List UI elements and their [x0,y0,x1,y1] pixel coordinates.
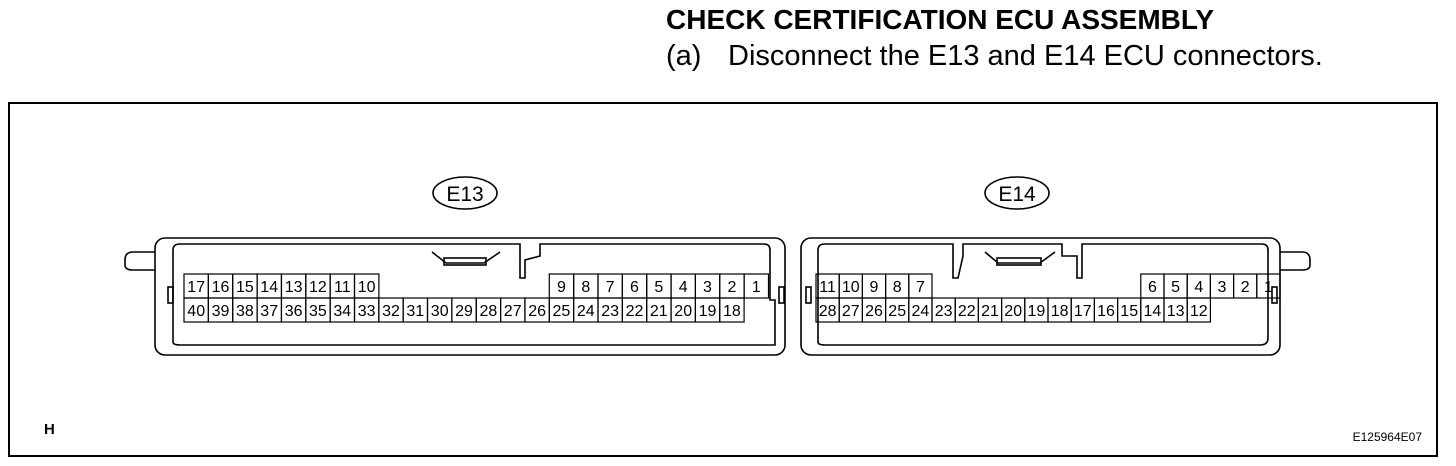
e14-label: E14 [998,183,1036,206]
e13-pin-35: 35 [309,303,327,320]
instruction-step: (a) Disconnect the E13 and E14 ECU connec… [666,40,1323,73]
figure-frame [8,102,1438,457]
e13-pin-28: 28 [480,303,498,320]
e13-label-ellipse [432,176,498,210]
e14-pin-26: 26 [865,303,883,320]
e14-pin-10: 10 [842,279,860,296]
e14-pin-5: 5 [1171,279,1180,296]
e13-pin-16: 16 [212,279,230,296]
e14-pin-11: 11 [819,279,836,296]
e14-pin-4: 4 [1194,279,1203,296]
e14-label-ellipse [984,176,1050,210]
e13-pin-39: 39 [212,303,230,320]
e13-pin-37: 37 [260,303,278,320]
e13-pin-21: 21 [650,303,668,320]
e13-pin-31: 31 [406,303,424,320]
e14-pin-27: 27 [842,303,860,320]
e13-pin-10: 10 [358,279,376,296]
e14-pin-14: 14 [1144,303,1162,320]
e13-pin-38: 38 [236,303,254,320]
e14-pin-24: 24 [912,303,930,320]
e13-pin-33: 33 [358,303,376,320]
e13-pin-3: 3 [703,279,712,296]
e14-pin-20: 20 [1004,303,1022,320]
e14-pin-21: 21 [981,303,999,320]
e13-pin-25: 25 [553,303,571,320]
e14-pin-17: 17 [1074,303,1092,320]
e14-pin-7: 7 [916,279,925,296]
corner-mark: H [44,421,55,438]
e14-pin-12: 12 [1190,303,1208,320]
e13-pin-20: 20 [674,303,692,320]
figure-code: E125964E07 [1353,430,1423,444]
e13-pin-9: 9 [557,279,566,296]
e13-pin-11: 11 [334,279,351,296]
e13-pin-6: 6 [630,279,639,296]
e13-pin-15: 15 [236,279,254,296]
e13-pin-13: 13 [285,279,303,296]
e13-pin-27: 27 [504,303,522,320]
e13-pin-7: 7 [606,279,615,296]
e13-pin-30: 30 [431,303,449,320]
e14-pin-6: 6 [1148,279,1157,296]
step-label: (a) [666,40,702,72]
e14-pin-18: 18 [1051,303,1069,320]
e13-pin-4: 4 [679,279,688,296]
e14-pin-cell-12 [1186,297,1211,323]
e14-pin-19: 19 [1028,303,1046,320]
e13-pin-1: 1 [752,279,761,296]
e14-pin-13: 13 [1167,303,1185,320]
e14-pin-2: 2 [1241,279,1250,296]
e13-pin-34: 34 [333,303,351,320]
e14-pin-25: 25 [888,303,906,320]
e13-pin-36: 36 [285,303,303,320]
e13-pin-29: 29 [455,303,473,320]
e14-pin-9: 9 [870,279,879,296]
e14-pin-16: 16 [1097,303,1115,320]
connector-e13-body [124,237,786,356]
e13-pin-5: 5 [654,279,663,296]
e13-pin-cell-18 [719,297,745,323]
e13-pin-12: 12 [309,279,327,296]
e13-pin-26: 26 [528,303,546,320]
e13-pin-40: 40 [187,303,205,320]
e14-pin-23: 23 [935,303,953,320]
e13-pin-14: 14 [260,279,278,296]
e13-pin-cell-1 [743,273,770,299]
e13-pin-19: 19 [699,303,717,320]
e13-pin-23: 23 [601,303,619,320]
step-text: Disconnect the E13 and E14 ECU connector… [728,40,1323,72]
e14-pin-1: 1 [1264,279,1273,296]
e13-pin-24: 24 [577,303,595,320]
e14-pin-22: 22 [958,303,976,320]
e14-pin-15: 15 [1120,303,1138,320]
e13-label: E13 [446,183,483,206]
e13-pin-17: 17 [187,279,205,296]
e14-pin-cell-1 [1256,273,1281,299]
page-title: CHECK CERTIFICATION ECU ASSEMBLY [666,4,1215,35]
e13-pin-8: 8 [581,279,590,296]
e13-pin-2: 2 [727,279,736,296]
e14-pin-28: 28 [819,303,837,320]
e13-pin-32: 32 [382,303,400,320]
e14-pin-3: 3 [1218,279,1227,296]
e14-pin-8: 8 [893,279,902,296]
e13-pin-18: 18 [723,303,741,320]
e13-pin-22: 22 [626,303,644,320]
